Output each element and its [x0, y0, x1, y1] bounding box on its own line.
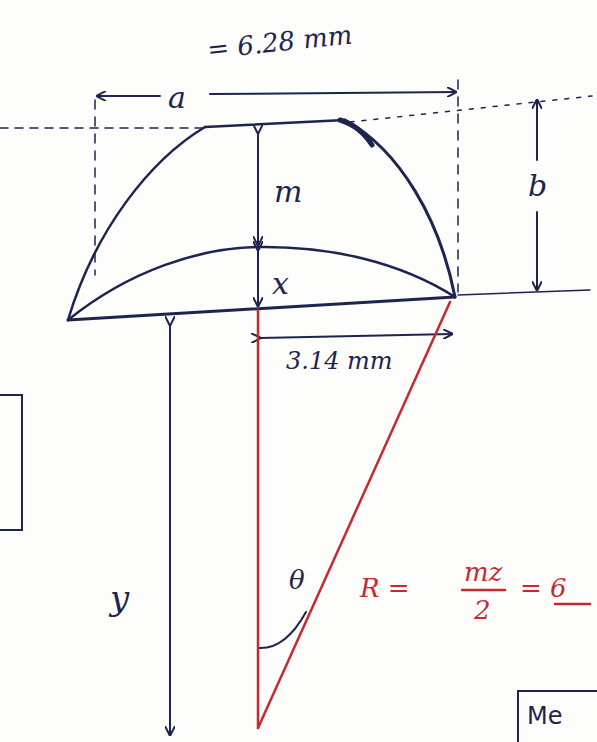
note-box: Me [517, 690, 597, 742]
dimension-value: 3.14 mm [284, 348, 395, 374]
dimension-symbol: m [272, 176, 304, 208]
dimension-symbol: a [166, 82, 188, 114]
dimension-value: = 6.28 mm [204, 20, 356, 63]
dimension-symbol: x [270, 268, 291, 300]
formula-denominator: 2 [472, 596, 493, 624]
formula-text: R = [358, 574, 412, 602]
note-text: Me [519, 692, 597, 740]
angle-symbol: θ [287, 566, 307, 594]
formula-result: = 6 [518, 574, 569, 602]
formula-numerator: mz [462, 558, 504, 586]
dimension-symbol: y [108, 580, 131, 616]
dimension-symbol: b [526, 170, 549, 202]
